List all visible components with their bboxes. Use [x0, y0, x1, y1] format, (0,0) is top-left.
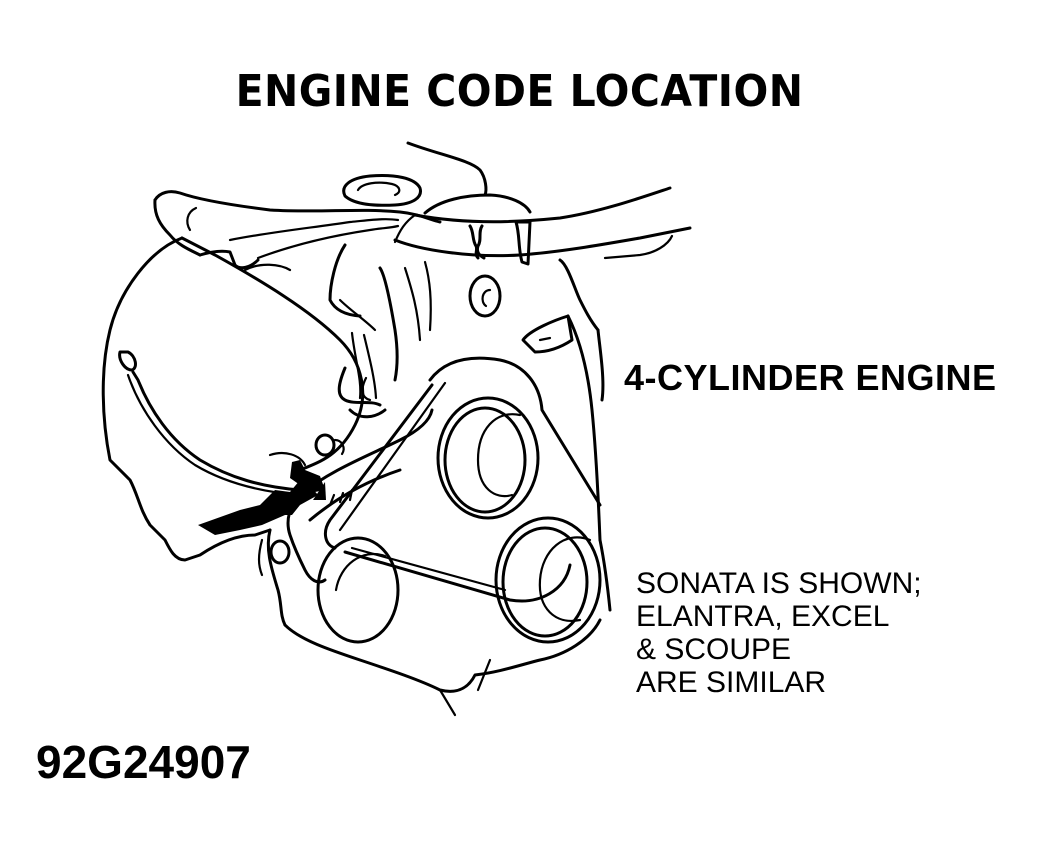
- idler-pulley: [316, 536, 400, 644]
- callout-arrow-head: [290, 460, 325, 492]
- intake-manifold: [153, 190, 442, 224]
- timing-cover-bolt: [269, 539, 291, 565]
- page-title: ENGINE CODE LOCATION: [235, 66, 804, 117]
- transmission-housing: [101, 236, 272, 562]
- oil-cap: [342, 174, 422, 207]
- crankshaft-pulley: [494, 516, 602, 644]
- note-line: SONATA IS SHOWN;: [636, 567, 922, 600]
- engine-mount: [521, 314, 574, 354]
- note-line: ARE SIMILAR: [636, 666, 827, 699]
- code-mark-triangle: [313, 482, 326, 500]
- alternator-pulley: [436, 396, 540, 520]
- upper-hose: [413, 186, 672, 224]
- note-line: & SCOUPE: [636, 633, 792, 666]
- callout-arrow: [198, 480, 318, 535]
- hose-clamp: [514, 220, 532, 266]
- sensor-fitting: [314, 433, 336, 457]
- note-line: ELANTRA, EXCEL: [636, 600, 890, 633]
- dipstick: [118, 350, 137, 372]
- engine-type-label: 4-CYLINDER ENGINE: [624, 357, 997, 398]
- block-boss: [468, 274, 502, 318]
- model-note: SONATA IS SHOWN; ELANTRA, EXCEL & SCOUPE…: [636, 567, 922, 699]
- figure-id: 92G24907: [36, 736, 251, 788]
- drive-belt: [428, 356, 602, 507]
- hose-clamp: [468, 224, 480, 260]
